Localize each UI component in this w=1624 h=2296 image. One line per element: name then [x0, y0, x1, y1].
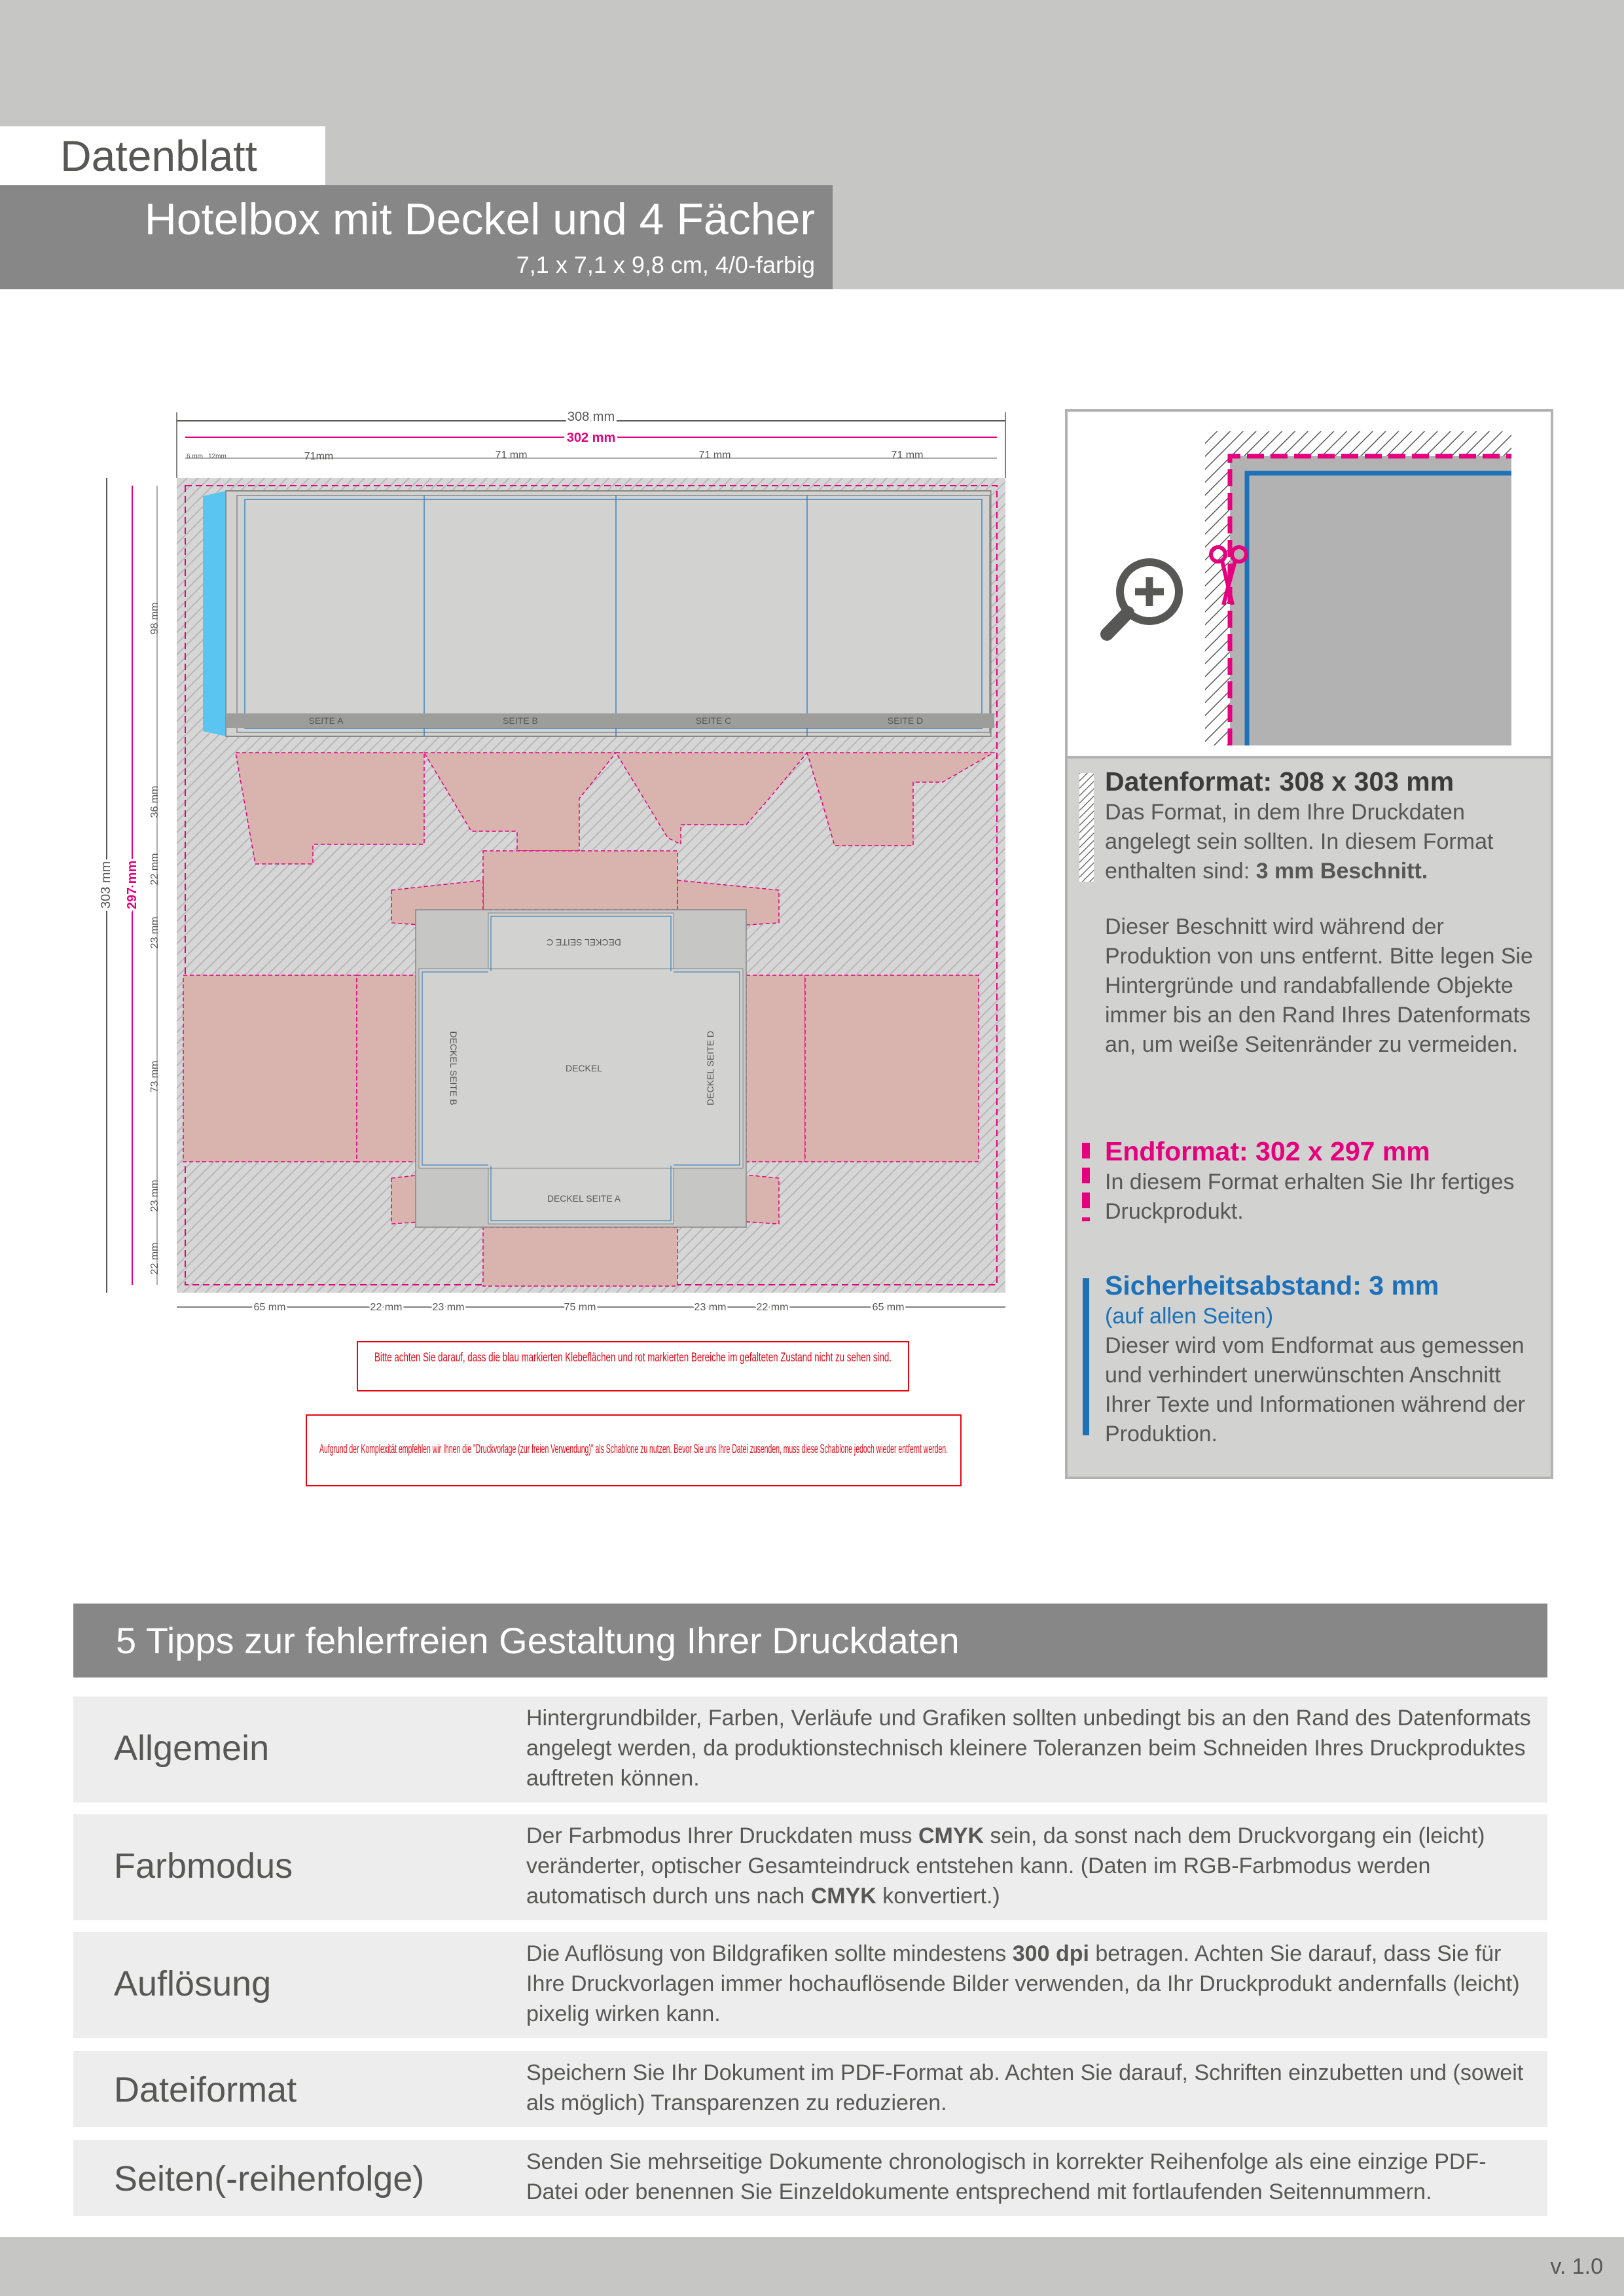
- endformat-text: In diesem Format erhalten Sie Ihr fertig…: [1105, 1170, 1515, 1224]
- tip-title: Farbmodus: [114, 1846, 293, 1886]
- zoom-detail: [1068, 412, 1551, 759]
- side-label-c: SEITE C: [696, 715, 731, 726]
- endformat-dash-icon: [1082, 1143, 1090, 1221]
- dim-left-2: 36 mm: [149, 786, 160, 818]
- note-glue: Bitte achten Sie darauf, dass die blau m…: [357, 1341, 909, 1391]
- scissors-icon: [1209, 545, 1248, 605]
- tip-text: Speichern Sie Ihr Dokument im PDF-Format…: [526, 2060, 1524, 2115]
- tip-row-dateiformat: Dateiformat Speichern Sie Ihr Dokument i…: [73, 2051, 1547, 2127]
- tip-row-seiten: Seiten(-reihenfolge) Senden Sie mehrseit…: [73, 2140, 1547, 2216]
- tip-text: Hintergrundbilder, Farben, Verläufe und …: [526, 1706, 1531, 1791]
- magnifier-plus-icon: [1100, 558, 1183, 641]
- title-box: Hotelbox mit Deckel und 4 Fächer 7,1 x 7…: [0, 185, 833, 289]
- side-label-d: SEITE D: [888, 715, 923, 726]
- dim-left-6: 23 mm: [149, 1180, 160, 1212]
- dim-total-height: 303 mm: [99, 861, 113, 908]
- wall-panel: SEITE A SEITE B SEITE C SEITE D: [225, 490, 994, 737]
- tip-title: Dateiformat: [114, 2070, 297, 2109]
- dim-small-left: 6 mm: [187, 453, 203, 460]
- lid-label-b: DECKEL SEITE B: [448, 1031, 459, 1105]
- tip-text: Die Auflösung von Bildgrafiken sollte mi…: [526, 1941, 1520, 2026]
- dim-final-width: 302 mm: [567, 431, 616, 445]
- datenformat-bold: 3 mm Beschnitt.: [1255, 859, 1428, 884]
- sicherheit-heading: Sicherheitsabstand: 3 mm: [1105, 1270, 1439, 1300]
- side-label-b: SEITE B: [503, 715, 538, 726]
- lid: DECKEL DECKEL SEITE A DECKEL SEITE C DEC…: [183, 850, 979, 1287]
- datenformat-hatch-icon: [1079, 773, 1094, 882]
- note-template: Aufgrund der Komplexität empfehlen wir I…: [306, 1414, 962, 1486]
- lid-label-center: DECKEL: [566, 1063, 602, 1073]
- page-title: Hotelbox mit Deckel und 4 Fächer: [144, 194, 815, 244]
- dim-bottom-1: 65 mm: [254, 1302, 286, 1313]
- sicherheit-subtext: (auf allen Seiten): [1105, 1304, 1274, 1329]
- dim-bottom-3: 23 mm: [433, 1302, 465, 1313]
- tip-text: Senden Sie mehrseitige Dokumente chronol…: [526, 2149, 1487, 2204]
- dim-final-height: 297 mm: [125, 861, 139, 910]
- dim-small-right: 12mm: [208, 453, 226, 460]
- die-cut-diagram: 308 mm 302 mm 6 mm 12mm 71mm 71 mm 71 mm…: [96, 407, 1006, 1486]
- dim-bottom-4: 75 mm: [564, 1302, 596, 1313]
- sicherheit-text: Dieser wird vom Endformat aus gemessen u…: [1105, 1333, 1525, 1446]
- sicherheit-line-icon: [1083, 1278, 1089, 1435]
- dim-left-4: 23 mm: [149, 917, 160, 949]
- dim-total-width: 308 mm: [568, 410, 615, 424]
- doc-type-label: Datenblatt: [0, 126, 325, 185]
- info-panel: Datenformat: 308 x 303 mm Das Format, in…: [1065, 409, 1553, 1479]
- page-subtitle: 7,1 x 7,1 x 9,8 cm, 4/0-farbig: [516, 251, 815, 278]
- endformat-heading: Endformat: 302 x 297 mm: [1105, 1136, 1430, 1166]
- datenformat-heading: Datenformat: 308 x 303 mm: [1105, 766, 1454, 797]
- tip-title: Allgemein: [114, 1729, 270, 1768]
- tip-row-aufloesung: Auflösung Die Auflösung von Bildgrafiken…: [73, 1932, 1547, 2038]
- glue-flap: [203, 491, 226, 736]
- dim-bottom-5: 23 mm: [695, 1302, 727, 1313]
- dim-top-3: 71 mm: [699, 450, 731, 461]
- lid-label-a: DECKEL SEITE A: [547, 1193, 621, 1204]
- tips-heading: 5 Tipps zur fehlerfreien Gestaltung Ihre…: [73, 1604, 1547, 1677]
- tip-row-allgemein: Allgemein Hintergrundbilder, Farben, Ver…: [73, 1696, 1547, 1803]
- bottom-dimensions: 65 mm 22 mm 23 mm 75 mm 23 mm 22 mm 65 m…: [177, 1300, 1005, 1315]
- lid-label-d: DECKEL SEITE D: [705, 1031, 715, 1105]
- dim-bottom-7: 65 mm: [873, 1302, 905, 1313]
- beschnitt-text: Dieser Beschnitt wird während der Produk…: [1105, 914, 1533, 1057]
- dim-left-3: 22 mm: [149, 853, 160, 886]
- note-template-text: Aufgrund der Komplexität empfehlen wir I…: [319, 1443, 948, 1456]
- dim-top-2: 71 mm: [496, 450, 528, 461]
- dim-top-1: 71mm: [304, 451, 333, 462]
- tip-text: Der Farbmodus Ihrer Druckdaten muss CMYK…: [526, 1823, 1485, 1909]
- dim-bottom-6: 22 mm: [757, 1302, 789, 1313]
- dim-bottom-2: 22 mm: [370, 1302, 403, 1313]
- note-glue-line1: Bitte achten Sie darauf, dass die blau m…: [374, 1351, 892, 1365]
- tip-title: Auflösung: [114, 1964, 272, 2003]
- dim-left-7: 22 mm: [149, 1243, 160, 1275]
- dim-left-5: 73 mm: [149, 1061, 160, 1093]
- dim-left-1: 98 mm: [149, 603, 160, 635]
- tip-title: Seiten(-reihenfolge): [114, 2159, 425, 2198]
- datenformat-text: Das Format, in dem Ihre Druckdaten angel…: [1105, 800, 1494, 884]
- dim-top-4: 71 mm: [892, 450, 924, 461]
- tip-row-farbmodus: Farbmodus Der Farbmodus Ihrer Druckdaten…: [73, 1814, 1547, 1920]
- lid-label-c: DECKEL SEITE C: [547, 937, 621, 948]
- footer-band: v. 1.0: [0, 2237, 1624, 2296]
- bottom-flaps: [235, 752, 996, 865]
- left-dimensions: 303 mm 297 mm 98 mm 36 mm 22 mm 23 mm 73…: [96, 478, 160, 1293]
- version-label: v. 1.0: [1550, 2254, 1603, 2279]
- side-label-a: SEITE A: [309, 715, 344, 726]
- top-dimensions: 308 mm 302 mm 6 mm 12mm 71mm 71 mm 71 mm…: [176, 407, 1006, 478]
